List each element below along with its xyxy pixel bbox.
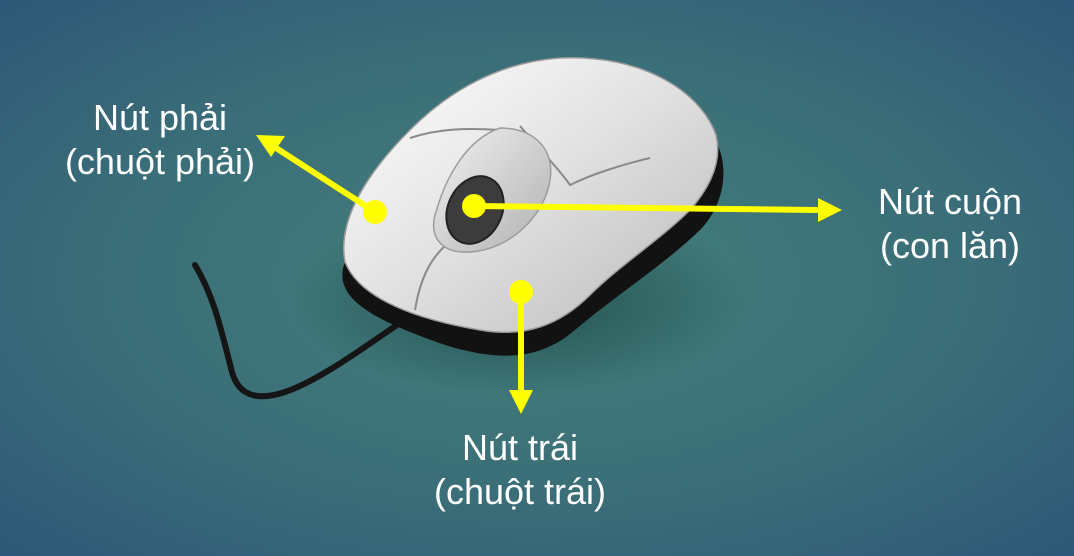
- label-left-button-line1: Nút trái: [461, 427, 579, 468]
- label-scroll-wheel-line1: Nút cuộn: [877, 181, 1023, 222]
- label-left-button: Nút trái (chuột trái): [400, 426, 640, 514]
- label-left-button-line2: (chuột trái): [433, 471, 607, 512]
- label-right-button-line2: (chuột phải): [64, 141, 256, 182]
- button-split-line: [409, 127, 501, 139]
- label-scroll-wheel: Nút cuộn (con lăn): [830, 180, 1070, 268]
- label-scroll-wheel-line2: (con lăn): [879, 225, 1021, 266]
- label-right-button-line1: Nút phải: [92, 97, 228, 138]
- label-right-button: Nút phải (chuột phải): [40, 96, 280, 184]
- mouse-cable: [192, 262, 413, 400]
- arrow-left-button: [509, 280, 533, 414]
- arrow-right-button: [256, 135, 387, 224]
- arrow-scroll-wheel: [462, 194, 842, 222]
